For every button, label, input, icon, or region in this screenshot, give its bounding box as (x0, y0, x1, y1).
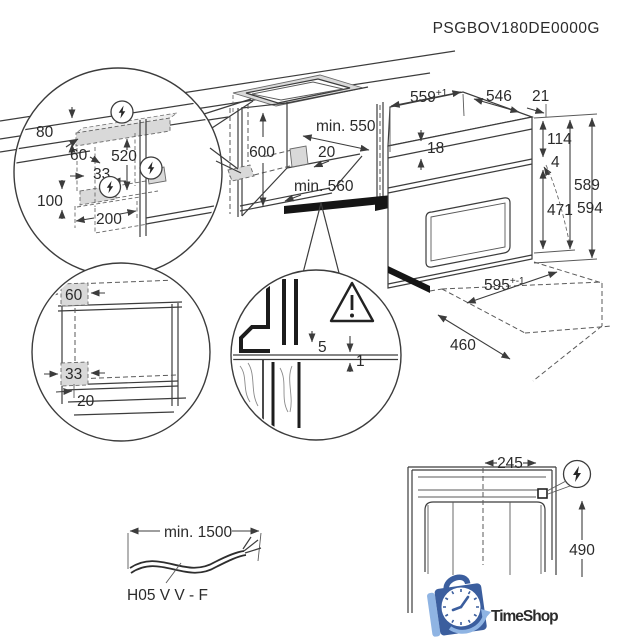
dim-height-with-feet: 589 (574, 177, 600, 194)
watermark-brand: TimeShop (491, 608, 558, 625)
cabinet-wood-batten (271, 362, 301, 428)
leader-to-gap-detail (302, 202, 340, 274)
dim-worktop-band: 80 (36, 124, 54, 141)
door-gap-detail: 5 1 (230, 269, 402, 441)
dim-drop-height: 520 (111, 148, 137, 165)
cable-drawing (129, 536, 262, 584)
dim-cable-length: min. 1500 (164, 524, 232, 541)
right-partition (375, 102, 389, 211)
dim-outlet-height: 490 (569, 542, 595, 559)
dim-door-gap: 5 (318, 339, 327, 356)
power-icon-2 (98, 175, 122, 199)
dim-panel-height: 114 (547, 131, 572, 148)
mains-zone-back-wall (289, 145, 309, 168)
power-icon-3 (139, 156, 163, 180)
zone-bottom (60, 361, 89, 387)
oven-view: 559+1 546 21 18 114 4 471 589 (387, 88, 613, 382)
zone-top (60, 282, 89, 307)
plinth-strip (284, 195, 392, 214)
dim-panel-gap: 4 (551, 154, 560, 171)
dim-body-depth: 460 (450, 337, 476, 354)
dim-panel-gap-detail: 1 (356, 353, 365, 370)
dim-niche-height: 600 (249, 144, 275, 161)
dim-total-height: 594 (577, 200, 603, 217)
oven-foot (388, 266, 430, 293)
clock-icon (441, 587, 481, 627)
side-niche-detail: 60 33 20 (31, 262, 211, 442)
dim-rear-offset: 21 (532, 88, 549, 105)
dim-bottom-zone: 33 (65, 366, 82, 383)
power-icon-rear (546, 459, 592, 495)
cable-outlet (537, 488, 548, 499)
dim-box-inset: 60 (70, 147, 88, 164)
power-icon-1 (110, 100, 134, 124)
power-connection-detail: 80 60 520 33 100 200 (13, 67, 254, 277)
leader-to-hob-cutout (203, 98, 254, 174)
dim-outlet-offset: 245 (497, 455, 523, 472)
cable-type-label: H05 V V - F (127, 587, 208, 604)
cable-detail: min. 1500 H05 V V - F (127, 524, 262, 604)
niche-dimensions: 600 min. 550 20 min. 560 (249, 112, 376, 207)
dim-front-setback: 20 (77, 393, 95, 410)
rear-view: 245 490 (407, 455, 595, 613)
dim-top-edge: 18 (427, 140, 444, 157)
dim-door-height: 471 (547, 202, 573, 219)
dim-top-depth: 546 (486, 88, 512, 105)
oven-dimensions: 559+1 546 21 18 114 4 471 589 (389, 88, 603, 360)
dim-top-zone: 60 (65, 287, 83, 304)
swoosh-arrow (481, 609, 491, 621)
dim-zone-width: 200 (96, 211, 122, 228)
dim-niche-width: min. 560 (294, 178, 354, 195)
dim-niche-depth: min. 550 (316, 118, 376, 135)
warning-icon (329, 281, 375, 323)
dim-rear-gap: 20 (318, 144, 336, 161)
dim-zone-height: 100 (37, 193, 63, 210)
oven-door-window (425, 197, 511, 268)
watermark: TimeShop (427, 574, 559, 637)
product-code: PSGBOV180DE0000G (433, 20, 600, 37)
